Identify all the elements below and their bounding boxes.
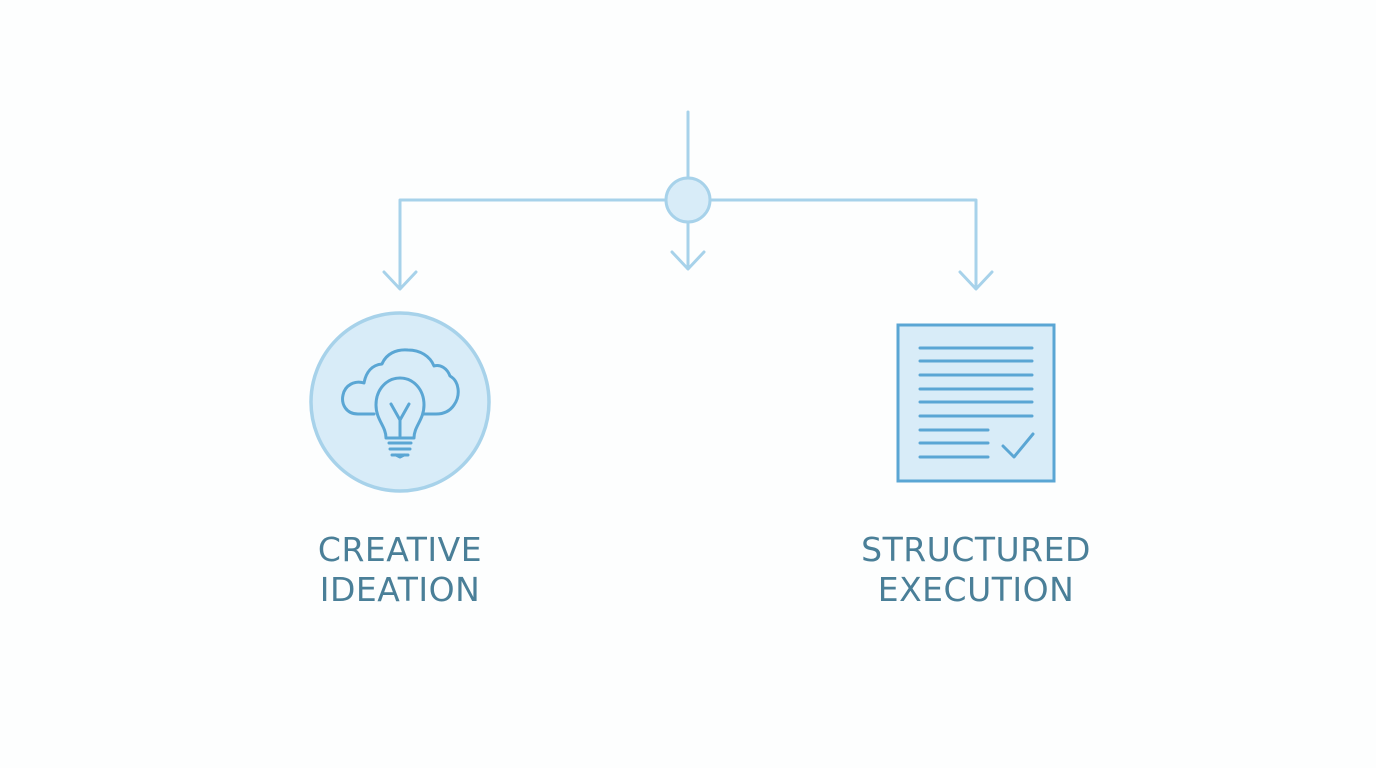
arrowhead-right xyxy=(958,270,994,291)
creative-ideation-label-line2: IDEATION xyxy=(319,570,481,609)
structured-execution-label-line2: EXECUTION xyxy=(877,570,1075,609)
ideation-circle xyxy=(309,311,491,493)
cloud-icon xyxy=(341,348,460,416)
lightbulb-base xyxy=(387,441,413,459)
structured-execution-label-line1: STRUCTURED xyxy=(861,530,1091,569)
branch-line-left xyxy=(398,198,667,290)
branch-line-right xyxy=(709,198,978,290)
creative-ideation-label: CREATIVE IDEATION xyxy=(220,530,580,610)
lightbulb-filament xyxy=(389,402,411,438)
lightbulb-bulb xyxy=(374,376,426,440)
connector-lines xyxy=(382,110,994,291)
structured-execution-node xyxy=(896,323,1056,483)
lightbulb-cloud-icon xyxy=(341,348,460,459)
checkmark-icon xyxy=(1001,432,1035,459)
creative-ideation-node xyxy=(309,311,491,493)
document-checkmark-icon xyxy=(918,346,1035,459)
junction-node xyxy=(664,176,712,224)
creative-ideation-label-line1: CREATIVE xyxy=(317,530,483,569)
arrowhead-center xyxy=(670,250,706,271)
arrowhead-left xyxy=(382,270,418,291)
structured-execution-label: STRUCTURED EXECUTION xyxy=(796,530,1156,610)
